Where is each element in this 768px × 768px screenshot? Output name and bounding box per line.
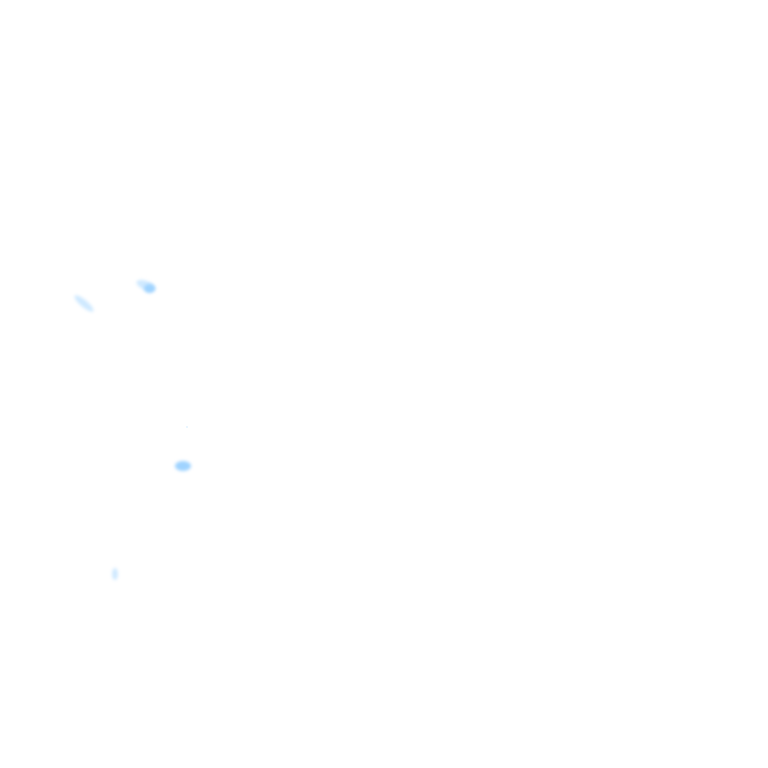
light-blue-smudge	[175, 461, 191, 471]
light-blue-smudge	[112, 568, 118, 580]
light-blue-smudge	[72, 293, 96, 314]
tiny-speck	[186, 426, 188, 428]
light-blue-smudge	[144, 284, 155, 293]
